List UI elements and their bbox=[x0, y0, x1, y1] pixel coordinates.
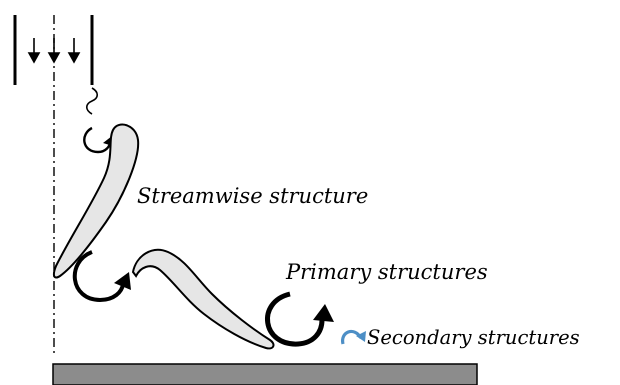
primary-vortex-arrowhead-2 bbox=[313, 304, 334, 322]
primary-structure bbox=[131, 248, 275, 350]
secondary-structures-label: Secondary structures bbox=[367, 326, 580, 349]
streamwise-structure-label: Streamwise structure bbox=[137, 184, 368, 208]
impingement-wall bbox=[52, 363, 478, 385]
streamwise-structure bbox=[52, 123, 140, 279]
primary-vortex-arrowhead-1 bbox=[114, 272, 131, 290]
primary-structures-label: Primary structures bbox=[285, 260, 488, 284]
secondary-vortex-arrowhead bbox=[356, 331, 366, 342]
secondary-vortex-arrow bbox=[341, 329, 363, 345]
primary-vortex-arrow-1 bbox=[72, 250, 125, 303]
small-vortex-arrow bbox=[83, 126, 112, 154]
primary-vortex-arrow-2 bbox=[265, 291, 325, 347]
wavy-perturbation bbox=[85, 87, 99, 115]
